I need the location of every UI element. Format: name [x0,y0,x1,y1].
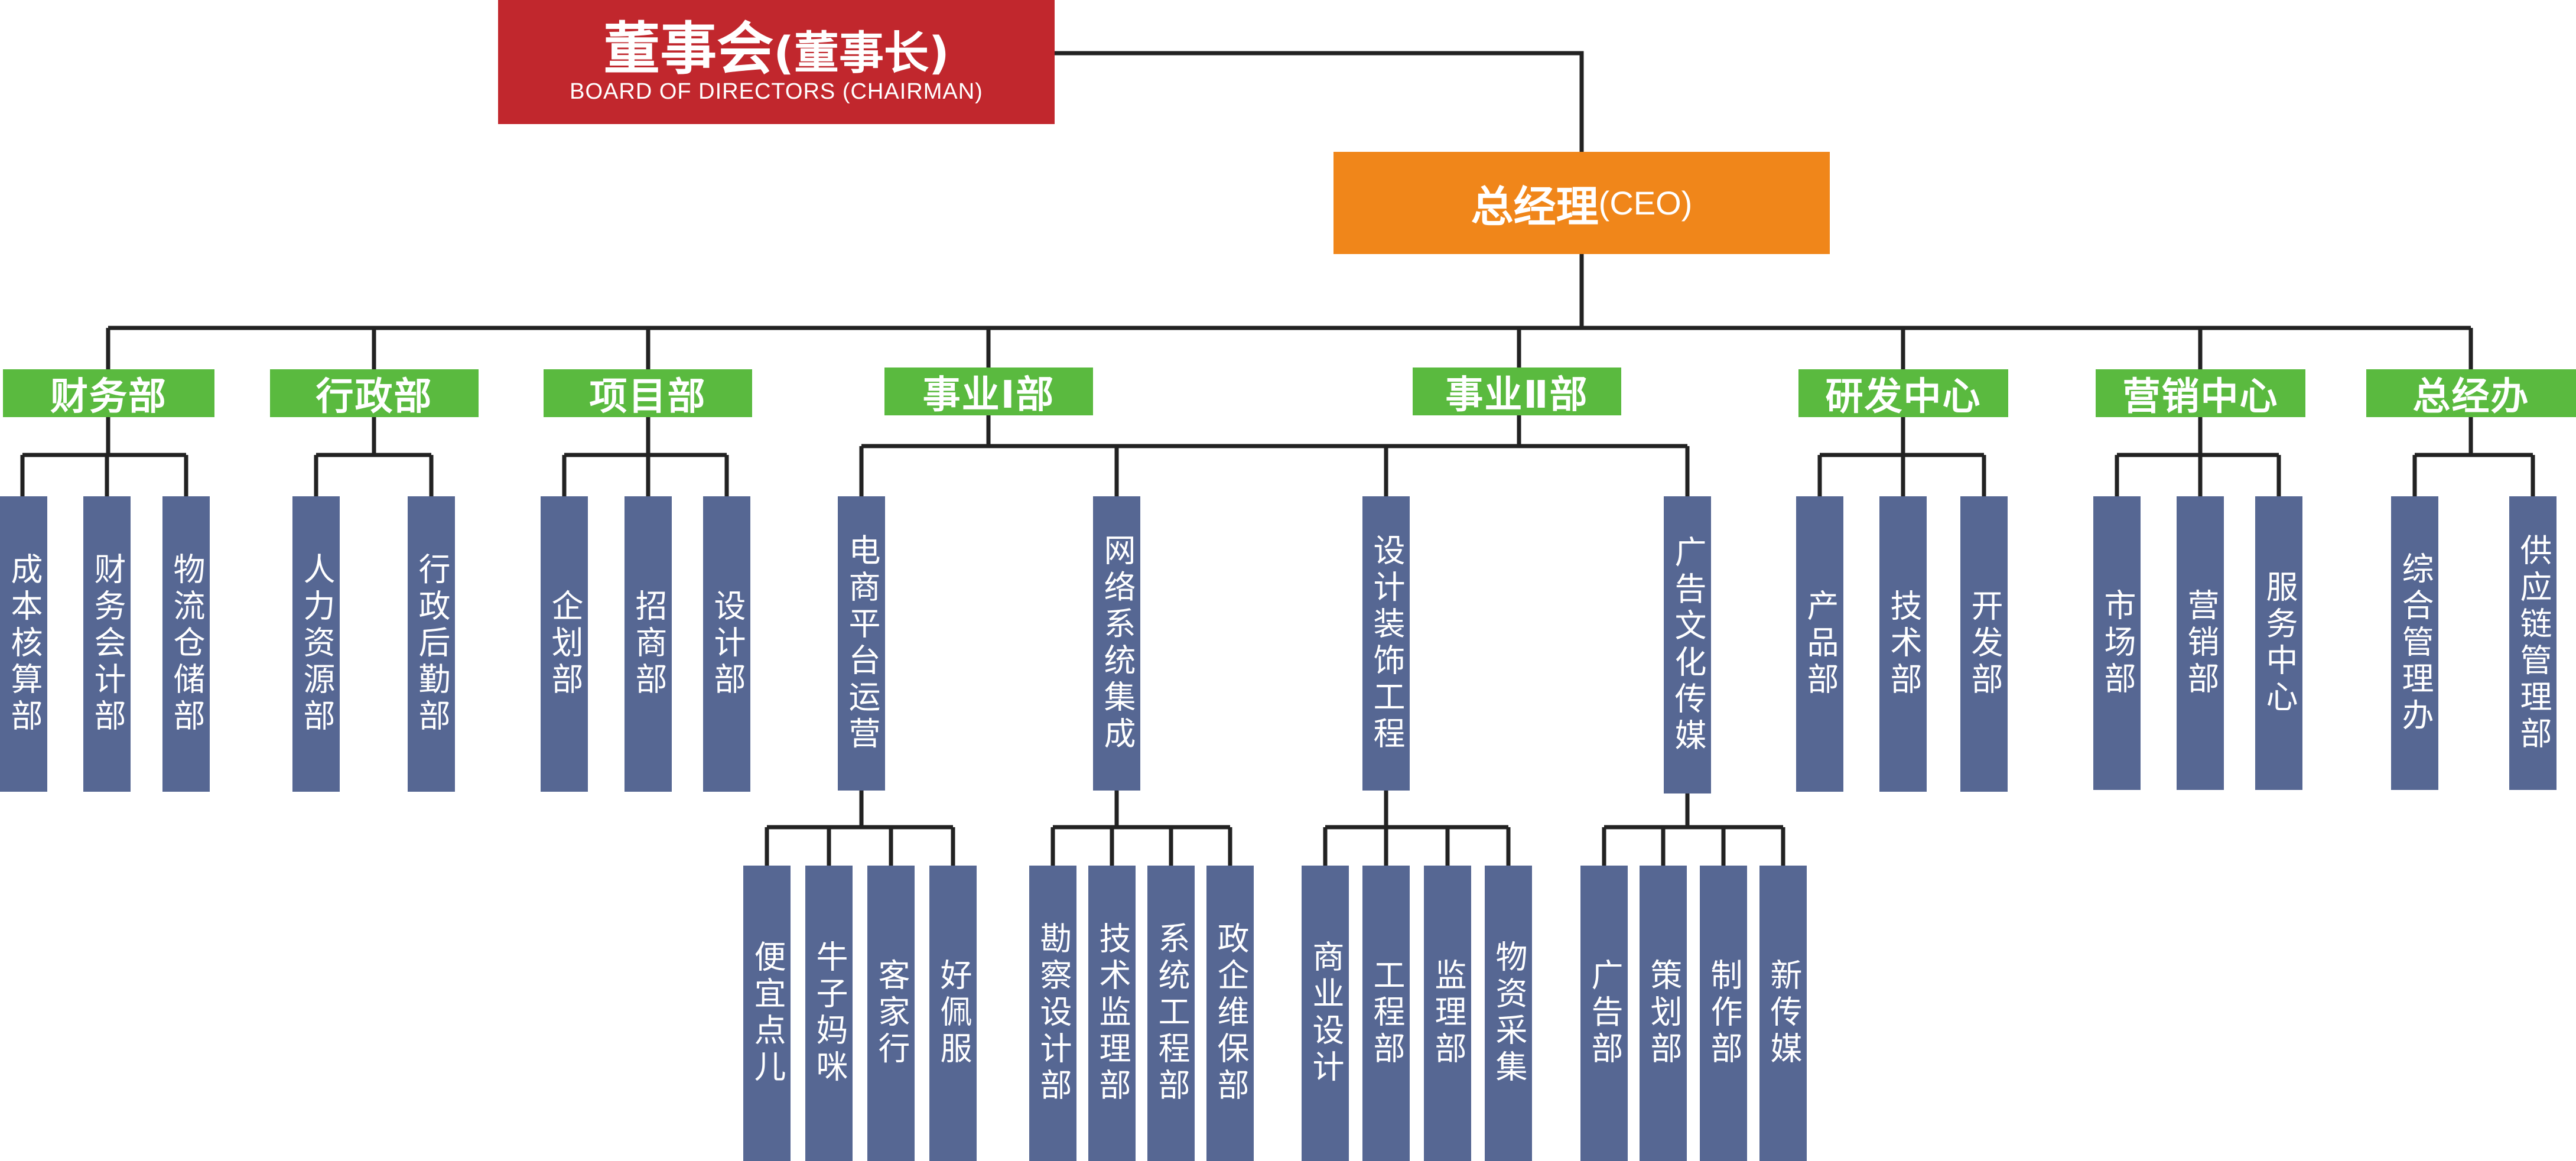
board-title-paren: (董事长) [773,27,949,80]
unit-advertising-media: 广告文化传媒 [1664,496,1711,793]
board-of-directors-box: 董事会(董事长) BOARD OF DIRECTORS (CHAIRMAN) [498,0,1055,124]
unit-human-resources: 人力资源部 [292,496,340,792]
unit-admin-logistics: 行政后勤部 [408,496,455,792]
sub-unit-gov-maintenance: 政企维保部 [1206,866,1254,1161]
sub-unit-survey-design: 勘察设计部 [1029,866,1076,1161]
department-general-office: 总经办 [2366,369,2576,419]
sub-unit-production: 制作部 [1700,866,1747,1161]
unit-logistics-warehouse: 物流仓储部 [162,496,210,792]
department-administration: 行政部 [270,369,479,419]
board-title: 董事会 [603,16,774,83]
ceo-title: 总经理 [1471,182,1599,232]
ceo-box: 总经理(CEO) [1333,152,1830,254]
sub-unit-haopeifu: 好佩服 [929,866,977,1161]
unit-ecommerce-operations: 电商平台运营 [838,496,885,791]
sub-unit-new-media: 新传媒 [1759,866,1807,1161]
sub-unit-advertising: 广告部 [1580,866,1628,1161]
unit-supply-chain: 供应链管理部 [2509,496,2557,790]
unit-financial-accounting: 财务会计部 [83,496,131,792]
sub-unit-planning: 策划部 [1640,866,1687,1161]
sub-unit-pianyidianer: 便宜点儿 [743,866,791,1161]
unit-service-center: 服务中心 [2255,496,2302,790]
sub-unit-system-engineering: 系统工程部 [1147,866,1195,1161]
sub-unit-commercial-design: 商业设计 [1302,866,1349,1161]
unit-cost-accounting: 成本核算部 [0,496,47,792]
unit-product: 产品部 [1796,496,1843,792]
unit-general-management: 综合管理办 [2391,496,2438,790]
sub-unit-engineering: 工程部 [1362,866,1410,1161]
sub-unit-tech-supervision: 技术监理部 [1088,866,1136,1161]
unit-investment-promotion: 招商部 [625,496,672,792]
board-title-line: 董事会(董事长) [603,19,949,79]
department-rnd-center: 研发中心 [1798,369,2008,419]
department-business-unit-2: 事业Ⅱ部 [1413,368,1621,417]
unit-design: 设计部 [703,496,750,792]
department-projects: 项目部 [544,369,752,419]
sub-unit-kejiaxing: 客家行 [867,866,915,1161]
board-english-title: BOARD OF DIRECTORS (CHAIRMAN) [570,79,983,104]
department-marketing-center: 营销中心 [2096,369,2305,419]
sub-unit-material-procurement: 物资采集 [1485,866,1532,1161]
unit-technology: 技术部 [1879,496,1927,792]
sub-unit-niuzimami: 牛子妈咪 [805,866,853,1161]
department-business-unit-1: 事业Ⅰ部 [884,368,1093,417]
unit-development: 开发部 [1960,496,2008,792]
unit-planning: 企划部 [541,496,588,792]
department-finance: 财务部 [3,369,214,419]
unit-network-integration: 网络系统集成 [1093,496,1140,791]
sub-unit-supervision: 监理部 [1424,866,1471,1161]
ceo-english: (CEO) [1598,184,1693,222]
unit-sales: 营销部 [2177,496,2224,790]
unit-market: 市场部 [2093,496,2141,790]
unit-decoration-engineering: 设计装饰工程 [1362,496,1410,791]
